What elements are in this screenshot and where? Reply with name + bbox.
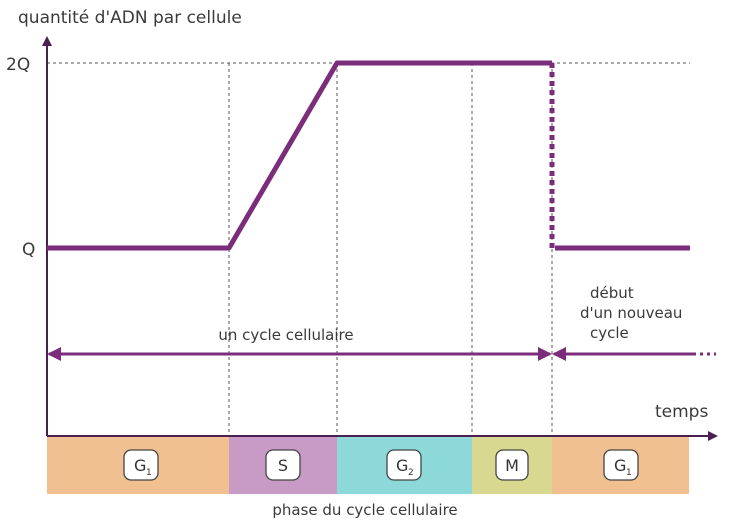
y-axis-label: quantité d'ADN par cellule xyxy=(18,8,242,28)
phase-box-g1 xyxy=(123,449,159,481)
y-tick-q: Q xyxy=(22,240,35,260)
phase-box-m xyxy=(495,449,529,481)
phase-box-g1-next xyxy=(603,449,639,481)
phase-sub-g1-next: 1 xyxy=(626,468,632,478)
new-cycle-label-2: d'un nouveau xyxy=(580,304,682,322)
phase-caption: phase du cycle cellulaire xyxy=(272,501,457,519)
x-axis-label: temps xyxy=(655,402,708,422)
phase-labels: G 1 S G 2 M G 1 xyxy=(123,449,639,481)
phase-letter-g1: G xyxy=(134,456,146,475)
phase-sub-g2: 2 xyxy=(408,468,414,478)
new-cycle-label-1: début xyxy=(590,284,634,302)
phase-box-g2 xyxy=(386,449,422,481)
phase-box-s xyxy=(265,449,301,481)
phase-sub-g1: 1 xyxy=(146,468,152,478)
dna-curve-solid xyxy=(47,60,552,251)
phase-letter-s: S xyxy=(278,456,288,475)
phase-letter-g2: G xyxy=(396,456,408,475)
dna-curve xyxy=(47,60,690,251)
y-tick-2q: 2Q xyxy=(6,55,30,75)
phase-letter-g1-next: G xyxy=(614,456,626,475)
new-cycle-label-3: cycle xyxy=(590,324,629,342)
phase-letter-m: M xyxy=(505,456,519,475)
cycle-label: un cycle cellulaire xyxy=(218,326,353,344)
